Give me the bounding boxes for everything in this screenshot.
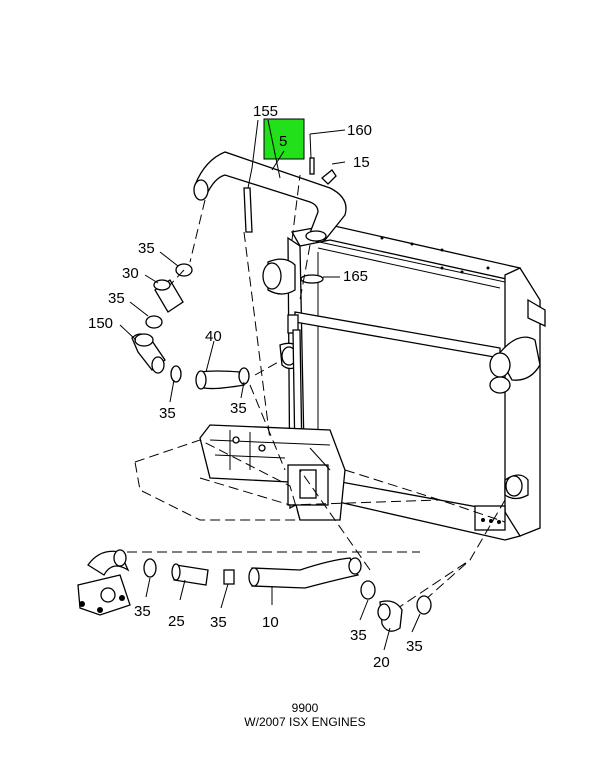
chassis-outline <box>134 439 301 521</box>
callout-30[interactable]: 30 <box>122 265 139 282</box>
radiator-frame <box>243 187 546 541</box>
engine-block <box>199 424 346 521</box>
diagram-title: W/2007 ISX ENGINES <box>244 715 366 729</box>
callout-35[interactable]: 35 <box>138 240 155 257</box>
callout-35[interactable]: 35 <box>159 405 176 422</box>
callout-20[interactable]: 20 <box>373 654 390 671</box>
callout-150[interactable]: 150 <box>88 315 113 332</box>
callout-35[interactable]: 35 <box>210 614 227 631</box>
callout-35[interactable]: 35 <box>406 638 423 655</box>
diagram-code: 9900 <box>291 701 319 715</box>
part-5-highlight[interactable] <box>263 118 305 160</box>
callout-155[interactable]: 155 <box>253 103 278 120</box>
left-hose-stack <box>131 263 193 383</box>
callout-160[interactable]: 160 <box>347 122 372 139</box>
callout-35[interactable]: 35 <box>350 627 367 644</box>
callout-35[interactable]: 35 <box>108 290 125 307</box>
callout-35[interactable]: 35 <box>230 400 247 417</box>
callout-labels: 155 5 160 15 35 30 35 165 150 40 35 35 3… <box>88 103 423 671</box>
callout-10[interactable]: 10 <box>262 614 279 631</box>
callout-165[interactable]: 165 <box>343 268 368 285</box>
callout-15[interactable]: 15 <box>353 154 370 171</box>
callout-5[interactable]: 5 <box>279 133 287 150</box>
callout-40[interactable]: 40 <box>205 328 222 345</box>
oring-165 <box>300 274 324 284</box>
upper-charge-pipe <box>193 151 347 242</box>
leader-lines <box>119 119 421 651</box>
sensor-and-clip <box>309 157 337 185</box>
lower-hoses <box>77 549 432 632</box>
callout-35[interactable]: 35 <box>134 603 151 620</box>
callout-25[interactable]: 25 <box>168 613 185 630</box>
routing-lines <box>112 174 506 611</box>
hose-40 <box>195 367 250 390</box>
